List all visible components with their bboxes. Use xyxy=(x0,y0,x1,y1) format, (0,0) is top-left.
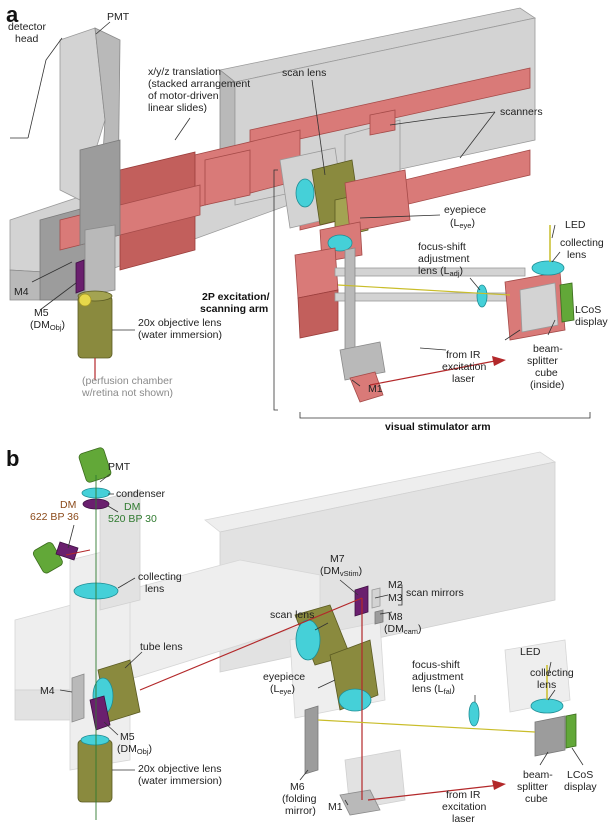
label-b-m4: M4 xyxy=(40,685,55,697)
label-b-m7-1: M7 xyxy=(330,553,345,565)
label-b-m1: M1 xyxy=(328,801,343,813)
label-b-m5-1: M5 xyxy=(120,731,135,743)
label-b-m3: M3 xyxy=(388,592,403,604)
label-m5-1: M5 xyxy=(34,307,49,319)
label-b-m6-2: (folding xyxy=(282,793,317,805)
panel-a-letter: a xyxy=(6,2,19,27)
panel-b-labels: PMT condenser DM 520 BP 30 DM 622 BP 36 … xyxy=(30,461,597,825)
label-b-collecting-1: collecting xyxy=(138,571,182,583)
label-b-m2: M2 xyxy=(388,579,403,591)
label-beam-2: splitter xyxy=(527,355,558,367)
label-xyz-1: x/y/z translation xyxy=(148,66,221,78)
label-focus-3: lens (Ladj) xyxy=(418,265,463,278)
label-m5-2: (DMObj) xyxy=(30,319,65,332)
label-b-m6-1: M6 xyxy=(290,781,305,793)
panel-b-scan-optics xyxy=(294,585,384,712)
label-b-scan-lens: scan lens xyxy=(270,609,314,621)
label-scan-lens: scan lens xyxy=(282,67,326,79)
label-b-lcos-2: display xyxy=(564,781,597,793)
label-b-collecting2-2: lens xyxy=(537,679,556,691)
label-b-m5-2: (DMObj) xyxy=(117,743,152,756)
label-b-eyepiece: (Leye) xyxy=(270,683,295,696)
label-b-dm-brown-1: DM xyxy=(60,499,76,511)
label-b-focus-1: focus-shift xyxy=(412,659,460,671)
label-xyz-3: of motor-driven xyxy=(148,90,219,102)
label-visual-stimulator-arm: visual stimulator arm xyxy=(385,421,491,433)
label-b-pmt: PMT xyxy=(108,461,131,473)
label-b-focus-2: adjustment xyxy=(412,671,463,683)
label-b-dm-brown-2: 622 BP 36 xyxy=(30,511,79,523)
label-b-scan-mirrors: scan mirrors xyxy=(406,587,464,599)
label-b-beam-3: cube xyxy=(525,793,548,805)
label-b-m8-1: M8 xyxy=(388,611,403,623)
label-focus-1: focus-shift xyxy=(418,241,466,253)
label-collecting-1: collecting xyxy=(560,237,604,249)
label-m1: M1 xyxy=(368,383,383,395)
label-b-led: LED xyxy=(520,646,541,658)
label-2p-arm-2: scanning arm xyxy=(200,303,268,315)
label-detector-head-1: detector xyxy=(8,21,46,33)
panel-a-visual-stimulator xyxy=(294,247,575,403)
panel-a: a xyxy=(6,2,608,433)
label-ir-2: excitation xyxy=(442,361,487,373)
panel-a-objective xyxy=(75,259,113,359)
label-b-ir-1: from IR xyxy=(446,789,481,801)
label-objective-2: (water immersion) xyxy=(138,329,222,341)
panel-b-tube-objective xyxy=(71,659,141,803)
label-perfusion-2: w/retina not shown) xyxy=(81,387,173,399)
panel-b: b xyxy=(6,446,597,825)
label-b-focus-3: lens (Lfal) xyxy=(412,683,455,696)
label-b-m6-3: mirror) xyxy=(285,805,316,817)
label-ir-3: laser xyxy=(452,373,475,385)
label-b-ir-2: excitation xyxy=(442,801,487,813)
label-b-ir-3: laser xyxy=(452,813,475,825)
label-b-eyepiece-1: eyepiece xyxy=(263,671,305,683)
panel-b-detector xyxy=(32,447,119,600)
label-ir-1: from IR xyxy=(446,349,481,361)
label-b-beam-1: beam- xyxy=(523,769,553,781)
panel-b-beams xyxy=(65,475,548,820)
label-2p-arm-1: 2P excitation/ xyxy=(202,291,270,303)
label-perfusion-1: (perfusion chamber xyxy=(82,375,173,387)
panel-b-letter: b xyxy=(6,446,19,471)
label-led: LED xyxy=(565,219,586,231)
label-b-collecting-2: lens xyxy=(145,583,164,595)
label-focus-2: adjustment xyxy=(418,253,469,265)
label-b-m8-2: (DMcam) xyxy=(384,623,422,636)
panel-a-detector-head xyxy=(59,27,121,296)
label-collecting-2: lens xyxy=(567,249,586,261)
label-b-objective-1: 20x objective lens xyxy=(138,763,221,775)
label-lcos-2: display xyxy=(575,316,608,328)
label-b-condenser: condenser xyxy=(116,488,166,500)
label-b-dm-green-1: DM xyxy=(124,501,140,513)
label-xyz-4: linear slides) xyxy=(148,102,207,114)
panel-a-xyz-rails xyxy=(59,7,537,271)
label-lcos-1: LCoS xyxy=(575,304,601,316)
label-detector-head-2: head xyxy=(15,33,39,45)
panel-a-beams xyxy=(94,225,551,386)
label-b-tube-lens: tube lens xyxy=(140,641,183,653)
label-beam-3: cube xyxy=(535,367,558,379)
panel-b-leaders xyxy=(59,473,584,806)
label-objective-1: 20x objective lens xyxy=(138,317,221,329)
label-beam-4: (inside) xyxy=(530,379,564,391)
panel-b-visual-stimulator xyxy=(304,698,577,816)
panel-a-labels: PMT detector head x/y/z translation (sta… xyxy=(8,11,608,433)
label-beam-1: beam- xyxy=(533,343,563,355)
label-eyepiece: (Leye) xyxy=(450,217,475,230)
label-pmt: PMT xyxy=(107,11,130,23)
panel-a-leaders xyxy=(10,21,591,419)
label-xyz-2: (stacked arrangement xyxy=(148,78,250,90)
label-b-collecting2-1: collecting xyxy=(530,667,574,679)
panel-a-optics xyxy=(279,147,411,263)
label-b-dm-green-2: 520 BP 30 xyxy=(108,513,157,525)
label-b-beam-2: splitter xyxy=(517,781,548,793)
label-scanners: scanners xyxy=(500,106,543,118)
label-m4: M4 xyxy=(14,286,29,298)
label-b-m7-2: (DMvStim) xyxy=(320,565,362,578)
label-b-lcos-1: LCoS xyxy=(567,769,593,781)
label-b-objective-2: (water immersion) xyxy=(138,775,222,787)
label-eyepiece-1: eyepiece xyxy=(444,204,486,216)
